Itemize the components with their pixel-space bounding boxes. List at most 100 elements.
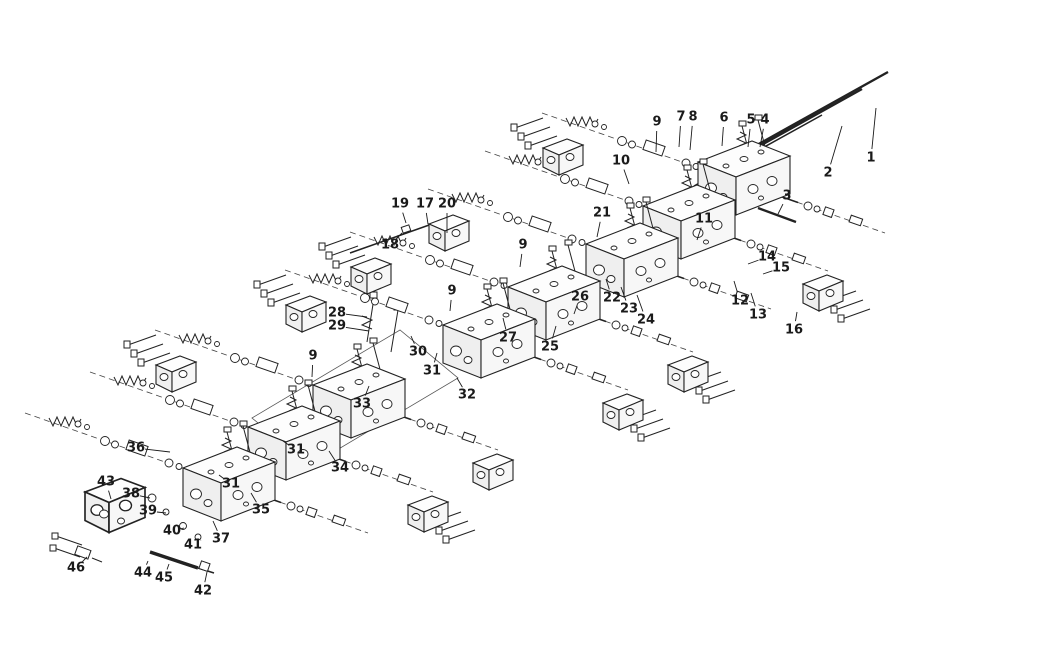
part-number-label: 14	[758, 250, 776, 265]
leader-line	[139, 495, 151, 499]
rod-nut	[400, 224, 412, 234]
leader-line	[345, 326, 370, 332]
part-number-label: 34	[331, 461, 349, 476]
bolt-cluster	[253, 274, 301, 307]
o-ring	[162, 508, 170, 516]
part-number-label: 33	[353, 397, 371, 412]
leader-line	[762, 270, 773, 275]
part-number-label: 30	[409, 345, 427, 360]
end-block	[472, 453, 514, 491]
leader-line	[795, 311, 798, 322]
part-number-label: 26	[571, 290, 589, 305]
part-number-label: 43	[97, 475, 115, 490]
leader-line	[396, 232, 403, 239]
bolt-cluster	[123, 334, 171, 367]
leader-line	[830, 125, 843, 165]
part-number-label: 6	[719, 111, 728, 126]
part-number-label: 35	[252, 503, 270, 518]
part-number-label: 41	[184, 538, 202, 553]
part-number-label: 31	[423, 364, 441, 379]
leader-line	[759, 128, 764, 148]
leader-line	[721, 126, 724, 147]
leader-line	[596, 221, 601, 238]
part-number-label: 9	[308, 349, 317, 364]
part-number-label: 36	[127, 441, 145, 456]
leader-line	[871, 107, 877, 150]
leader-line	[449, 299, 452, 312]
end-block	[285, 295, 327, 333]
leader-line	[82, 556, 88, 562]
leader-line	[146, 560, 149, 565]
part-number-label: 24	[637, 313, 655, 328]
part-number-label: 5	[746, 113, 755, 128]
o-ring	[194, 533, 202, 541]
leader-line	[364, 385, 370, 396]
leader-line	[620, 286, 627, 301]
plug-tip	[91, 557, 103, 563]
leader-line	[519, 253, 523, 268]
leader-line	[747, 128, 751, 148]
end-block	[428, 214, 470, 252]
leader-line	[345, 313, 368, 318]
leader-line	[573, 305, 578, 315]
part-number-label: 29	[328, 319, 346, 334]
leader-line	[636, 294, 644, 312]
leader-line	[218, 474, 225, 479]
part-number-label: 31	[287, 443, 305, 458]
part-number-label: 13	[749, 308, 767, 323]
end-block	[155, 355, 197, 393]
leader-line	[689, 125, 693, 151]
tie-rod	[747, 70, 889, 152]
leader-line	[750, 292, 756, 307]
leader-line	[433, 352, 438, 363]
leader-line	[605, 278, 610, 290]
leader-line	[328, 450, 336, 461]
leader-line	[456, 377, 463, 388]
leader-line	[410, 335, 415, 344]
plug	[74, 545, 92, 560]
leader-line	[250, 492, 257, 503]
port-hole	[117, 517, 125, 525]
part-number-label: 22	[603, 291, 621, 306]
part-number-label: 27	[499, 331, 517, 346]
part-number-label: 19	[391, 197, 409, 212]
stud	[366, 297, 375, 343]
leader-line	[777, 203, 784, 215]
bolt	[53, 547, 81, 558]
part-number-label: 9	[447, 284, 456, 299]
leader-line	[402, 212, 407, 224]
part-number-label: 11	[695, 212, 713, 227]
part-number-label: 2	[823, 166, 832, 181]
leader-line	[282, 440, 289, 446]
part-number-label: 23	[620, 302, 638, 317]
part-number-label: 44	[134, 566, 152, 581]
part-number-label: 9	[652, 115, 661, 130]
end-block	[350, 257, 392, 295]
nut	[198, 560, 211, 573]
leader-line	[502, 317, 507, 330]
leader-line	[623, 169, 630, 185]
leader-line	[678, 125, 681, 148]
part-number-label: 32	[458, 388, 476, 403]
part-number-label: 9	[518, 238, 527, 253]
part-number-label: 37	[212, 532, 230, 547]
part-number-label: 7	[676, 110, 685, 125]
leader-line	[180, 527, 185, 530]
part-number-label: 12	[731, 294, 749, 309]
part-number-label: 31	[222, 477, 240, 492]
part-number-label: 4	[760, 113, 769, 128]
leader-line	[108, 490, 112, 500]
bolt-head	[51, 532, 59, 540]
leader-line	[156, 511, 167, 514]
part-number-label: 1	[866, 151, 875, 166]
part-number-label: 42	[194, 584, 212, 599]
stud	[390, 309, 399, 353]
leader-line	[311, 364, 314, 378]
o-ring	[179, 522, 187, 530]
bolt-cluster	[318, 236, 366, 269]
part-number-label: 28	[328, 306, 346, 321]
leader-line	[733, 280, 738, 293]
stud-item	[757, 206, 797, 224]
